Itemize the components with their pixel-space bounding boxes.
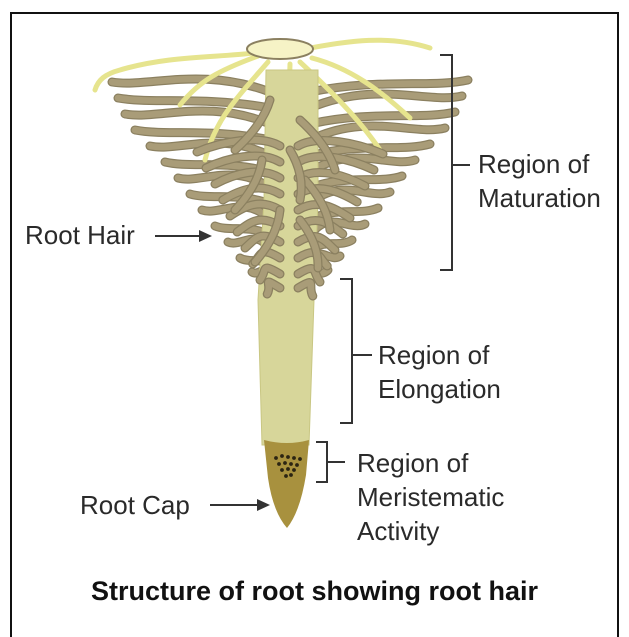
root-cap [264, 440, 309, 528]
root-hair-3 [118, 98, 270, 108]
meristem-cell-8 [289, 462, 293, 466]
meristematic-bracket [316, 442, 345, 482]
meristem-cell-5 [298, 457, 302, 461]
meristem-cell-7 [283, 461, 287, 465]
meristematic-label-line-1: Region of [357, 446, 504, 480]
maturation-label-line-1: Region of [478, 147, 601, 181]
lateral-root-2 [300, 40, 430, 50]
elongation-label-line-1: Region of [378, 338, 501, 372]
meristem-cell-10 [280, 468, 284, 472]
meristem-cell-12 [292, 468, 296, 472]
root-cap-label: Root Cap [80, 488, 190, 522]
root-hair-label: Root Hair [25, 218, 135, 252]
meristem-cell-13 [284, 474, 288, 478]
meristematic-label-line-3: Activity [357, 514, 504, 548]
diagram-caption: Structure of root showing root hair [0, 576, 629, 607]
elongation-label: Region of Elongation [378, 338, 501, 406]
meristem-cell-3 [286, 455, 290, 459]
meristem-cell-9 [295, 463, 299, 467]
meristem-cell-11 [286, 467, 290, 471]
elongation-bracket [340, 279, 372, 423]
meristem-cell-14 [289, 473, 293, 477]
root-top-crosssection [247, 39, 313, 59]
root-hair-arrowhead [199, 230, 212, 242]
meristem-cell-6 [277, 462, 281, 466]
meristematic-label-line-2: Meristematic [357, 480, 504, 514]
meristematic-label: Region of Meristematic Activity [357, 446, 504, 548]
meristem-cell-2 [280, 454, 284, 458]
meristem-cell-1 [274, 456, 278, 460]
root-cap-arrowhead [257, 499, 270, 511]
elongation-label-line-2: Elongation [378, 372, 501, 406]
maturation-label: Region of Maturation [478, 147, 601, 215]
maturation-label-line-2: Maturation [478, 181, 601, 215]
meristem-cell-4 [292, 456, 296, 460]
